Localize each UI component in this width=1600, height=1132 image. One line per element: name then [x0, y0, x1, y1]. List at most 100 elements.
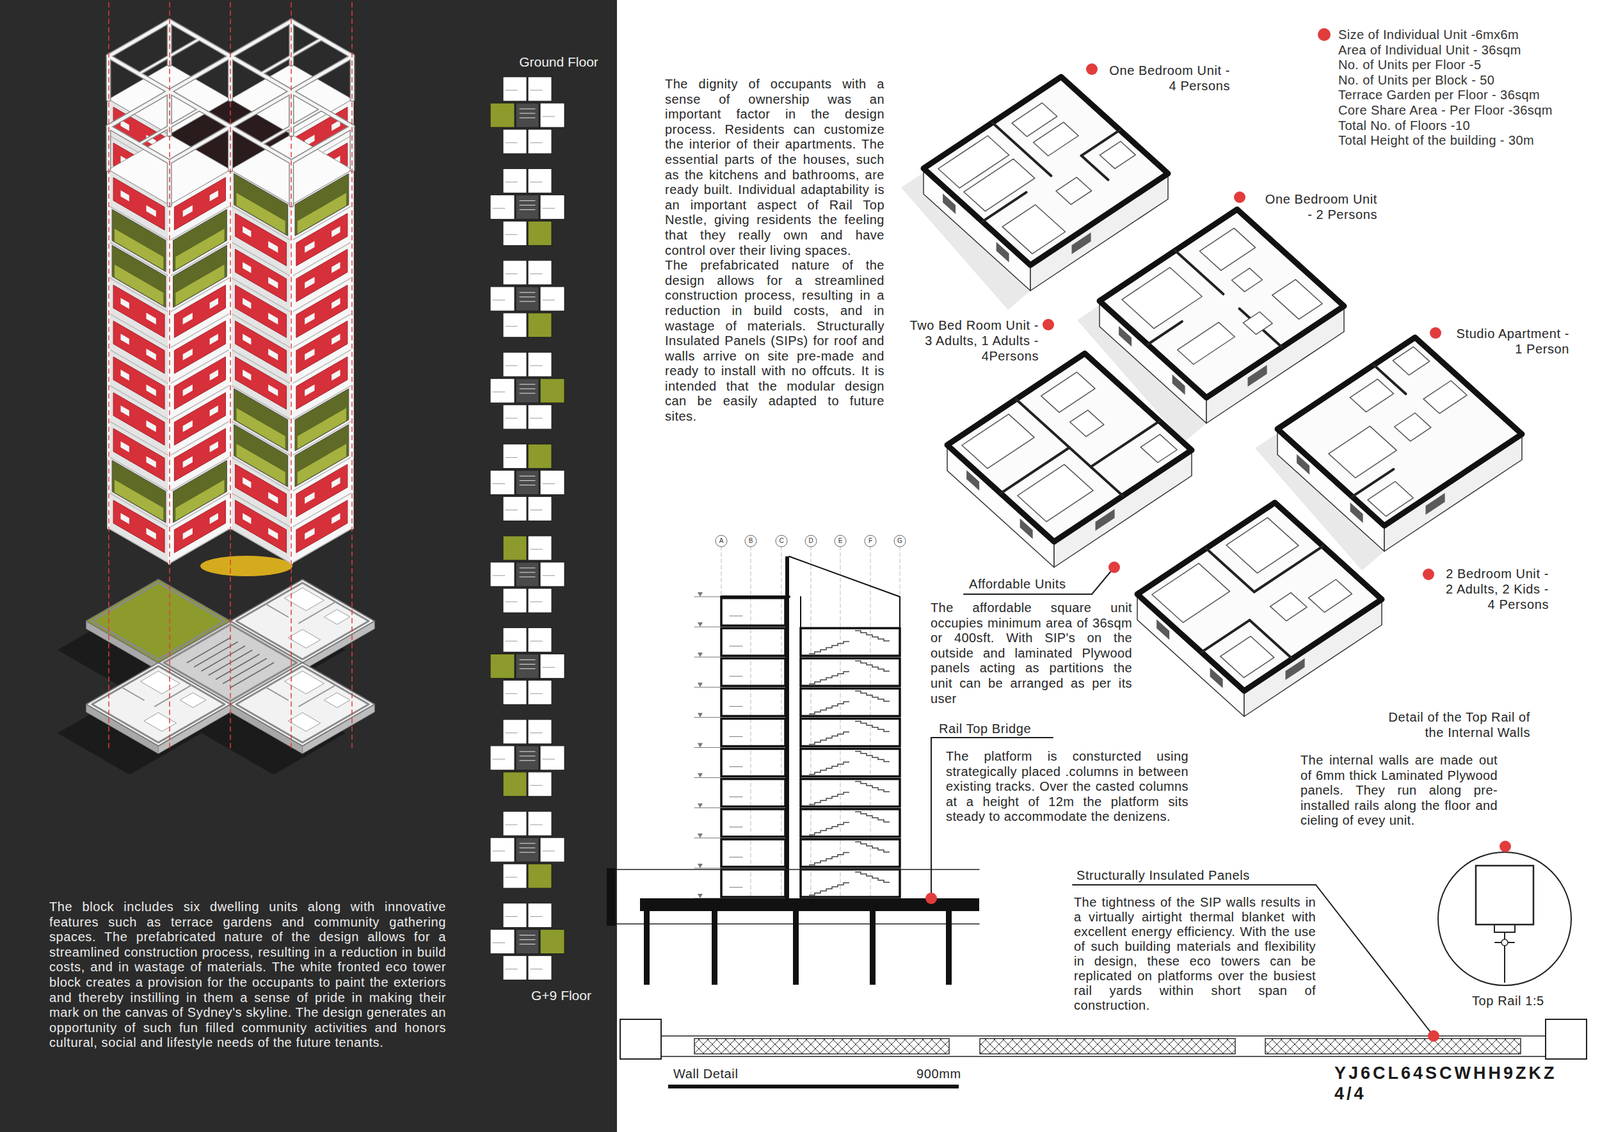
- level-mark: [697, 712, 703, 717]
- panel-window: [304, 527, 315, 539]
- level-mark: [697, 893, 703, 898]
- pergola-beam: [291, 56, 352, 92]
- section-window: [729, 796, 743, 797]
- callout-dot: [1108, 561, 1120, 573]
- plate-furniture: [284, 587, 324, 611]
- terrace-square: [528, 312, 552, 338]
- tower-column: [168, 204, 171, 564]
- plate-partition: [121, 686, 144, 700]
- panel-window: [183, 527, 193, 539]
- core-square: [515, 103, 539, 128]
- core-stair: [519, 291, 536, 293]
- section-stair: [808, 822, 850, 835]
- floor-line: [291, 492, 352, 528]
- plan-partition: [492, 391, 505, 393]
- plan-partition: [505, 640, 518, 642]
- panel-window: [268, 276, 278, 288]
- plan-partition: [492, 758, 505, 760]
- pergola-beam: [169, 56, 231, 92]
- level-mark: [697, 803, 703, 808]
- unit-partition: [1239, 308, 1283, 347]
- core-stair: [519, 204, 536, 206]
- pergola-beam: [230, 91, 292, 127]
- platform-column: [869, 910, 876, 985]
- unit-square: [503, 810, 527, 836]
- plan-partition: [492, 483, 505, 484]
- spec-item: Area of Individual Unit - 36sqm: [1338, 42, 1522, 59]
- level-mark: [697, 682, 703, 687]
- plan-partition: [492, 208, 505, 209]
- floor-line: [230, 277, 292, 313]
- unit-square: [503, 312, 527, 338]
- callout-title: Affordable Units: [968, 576, 1067, 592]
- plan-partition: [530, 824, 543, 825]
- unit-furniture: [1242, 311, 1273, 335]
- floor-line: [230, 205, 292, 241]
- unit-furniture: [1367, 481, 1414, 516]
- alignment-line: [351, 2, 353, 749]
- panel-window: [146, 527, 157, 539]
- panel-window: [183, 419, 193, 432]
- callout-title: Detail of the Top Rail of the Internal W…: [1376, 709, 1531, 740]
- grid-letter: F: [864, 536, 877, 546]
- panel-window: [209, 333, 219, 345]
- section-stair: [808, 791, 850, 804]
- unit-square: [503, 903, 527, 928]
- plan-partition: [505, 915, 518, 917]
- floor-line: [291, 205, 352, 241]
- unit-furniture: [1121, 267, 1202, 329]
- plan-partition: [505, 325, 518, 327]
- floor-line: [169, 492, 231, 528]
- section-room: [800, 688, 900, 716]
- section-stair: [808, 761, 850, 774]
- floor-line: [169, 456, 231, 492]
- section-room: [800, 869, 900, 897]
- core-square: [515, 194, 539, 219]
- unit-square: [490, 286, 515, 312]
- pergola-beam: [230, 21, 292, 57]
- level-line: [694, 746, 720, 748]
- plan-partition: [530, 640, 543, 642]
- core-square: [515, 929, 539, 954]
- pergola-beam: [169, 56, 231, 92]
- core-square: [515, 745, 539, 770]
- plan-partition: [542, 483, 555, 484]
- plan-partition: [505, 732, 518, 733]
- floor-line: [291, 384, 352, 420]
- insulated-panel: [1265, 1038, 1521, 1054]
- section-stair: [808, 882, 850, 895]
- unit-square: [540, 194, 565, 219]
- section-stair: [855, 660, 890, 671]
- unit-label: One Bedroom Unit - 4 Persons: [1102, 62, 1231, 94]
- floor-line: [291, 528, 352, 564]
- plan-partition: [505, 509, 518, 511]
- section-stair: [808, 701, 850, 714]
- floor-label: Ground Floor: [494, 53, 623, 71]
- callout-text: The platform is consturcted using strate…: [945, 748, 1189, 825]
- level-line: [694, 837, 720, 838]
- unit-furniture: [1220, 636, 1275, 678]
- terrace-square: [528, 220, 552, 246]
- panel-window: [209, 405, 219, 416]
- unit-square: [528, 496, 552, 521]
- section-stair: [855, 720, 890, 731]
- section-window: [729, 886, 743, 888]
- grid-letter: B: [744, 536, 758, 546]
- plate-furniture: [288, 629, 321, 648]
- unit-square: [540, 103, 565, 128]
- plywood-panel: [1504, 945, 1506, 982]
- wall-end: [1545, 1018, 1587, 1059]
- pergola-beam: [108, 21, 170, 57]
- plate-cell: [86, 579, 231, 663]
- plate-furniture: [179, 692, 207, 708]
- panel-window: [183, 384, 193, 396]
- unit-furniture: [1272, 279, 1323, 320]
- core-stair: [519, 108, 536, 110]
- panel-window: [209, 369, 219, 381]
- section-stair: [855, 751, 890, 762]
- callout-dot: [925, 892, 937, 904]
- unit-square: [503, 260, 527, 285]
- core-stair: [519, 392, 536, 394]
- section-window: [729, 826, 743, 827]
